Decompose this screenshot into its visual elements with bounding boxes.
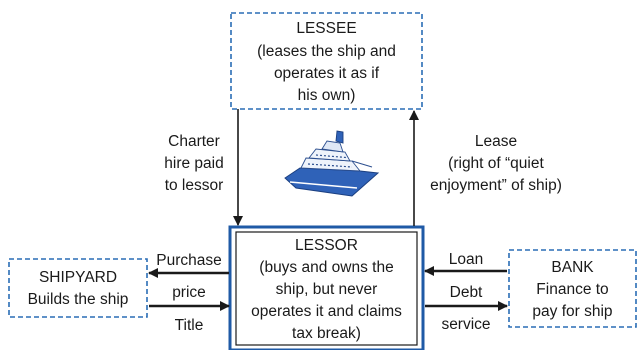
purchase-label: Purchase — [156, 252, 221, 269]
lessee-border — [230, 12, 423, 110]
lessor-title: LESSOR — [295, 237, 358, 254]
cruise-ship-icon — [284, 130, 380, 197]
charter-label-line-3: to lessor — [165, 177, 224, 194]
charter-hire-label: Charter hire paid to lessor — [164, 133, 223, 194]
lessee-title: LESSEE — [296, 20, 356, 37]
lessee-desc-line-1: (leases the ship and — [257, 43, 396, 60]
lessor-desc-line-4: tax break) — [292, 325, 361, 342]
lease-label: Lease (right of “quiet enjoyment” of shi… — [430, 133, 562, 194]
loan-label: Loan — [449, 251, 483, 268]
lease-label-line-1: Lease — [475, 133, 517, 150]
service-label: service — [441, 316, 490, 333]
lessee-desc-line-3: his own) — [298, 87, 356, 104]
price-label: price — [172, 284, 206, 301]
lease-label-line-3: enjoyment” of ship) — [430, 177, 562, 194]
lessor-box: LESSOR (buys and owns the ship, but neve… — [228, 225, 425, 350]
lessor-desc-line-2: ship, but never — [276, 281, 378, 298]
bank-title: BANK — [551, 259, 594, 276]
charter-label-line-1: Charter — [168, 133, 220, 150]
charter-label-line-2: hire paid — [164, 155, 223, 172]
lease-label-line-2: (right of “quiet — [448, 155, 544, 172]
lessee-box: LESSEE (leases the ship and operates it … — [230, 12, 423, 110]
bank-desc-line-2: pay for ship — [532, 303, 612, 320]
lessor-desc-line-3: operates it and claims — [251, 303, 402, 320]
bank-box: BANK Finance to pay for ship — [508, 249, 637, 328]
shipyard-box: SHIPYARD Builds the ship — [8, 258, 148, 318]
debt-label: Debt — [450, 284, 483, 301]
shipyard-border — [8, 258, 148, 318]
lessor-inner-border — [235, 231, 418, 346]
lessor-desc-line-1: (buys and owns the — [259, 259, 393, 276]
lessor-outer-border — [228, 225, 425, 350]
shipyard-title: SHIPYARD — [39, 269, 117, 286]
bank-border — [508, 249, 637, 328]
bank-desc-line-1: Finance to — [536, 281, 608, 298]
shipyard-desc: Builds the ship — [28, 291, 129, 308]
title-label: Title — [175, 317, 204, 334]
lessee-desc-line-2: operates it as if — [274, 65, 380, 82]
